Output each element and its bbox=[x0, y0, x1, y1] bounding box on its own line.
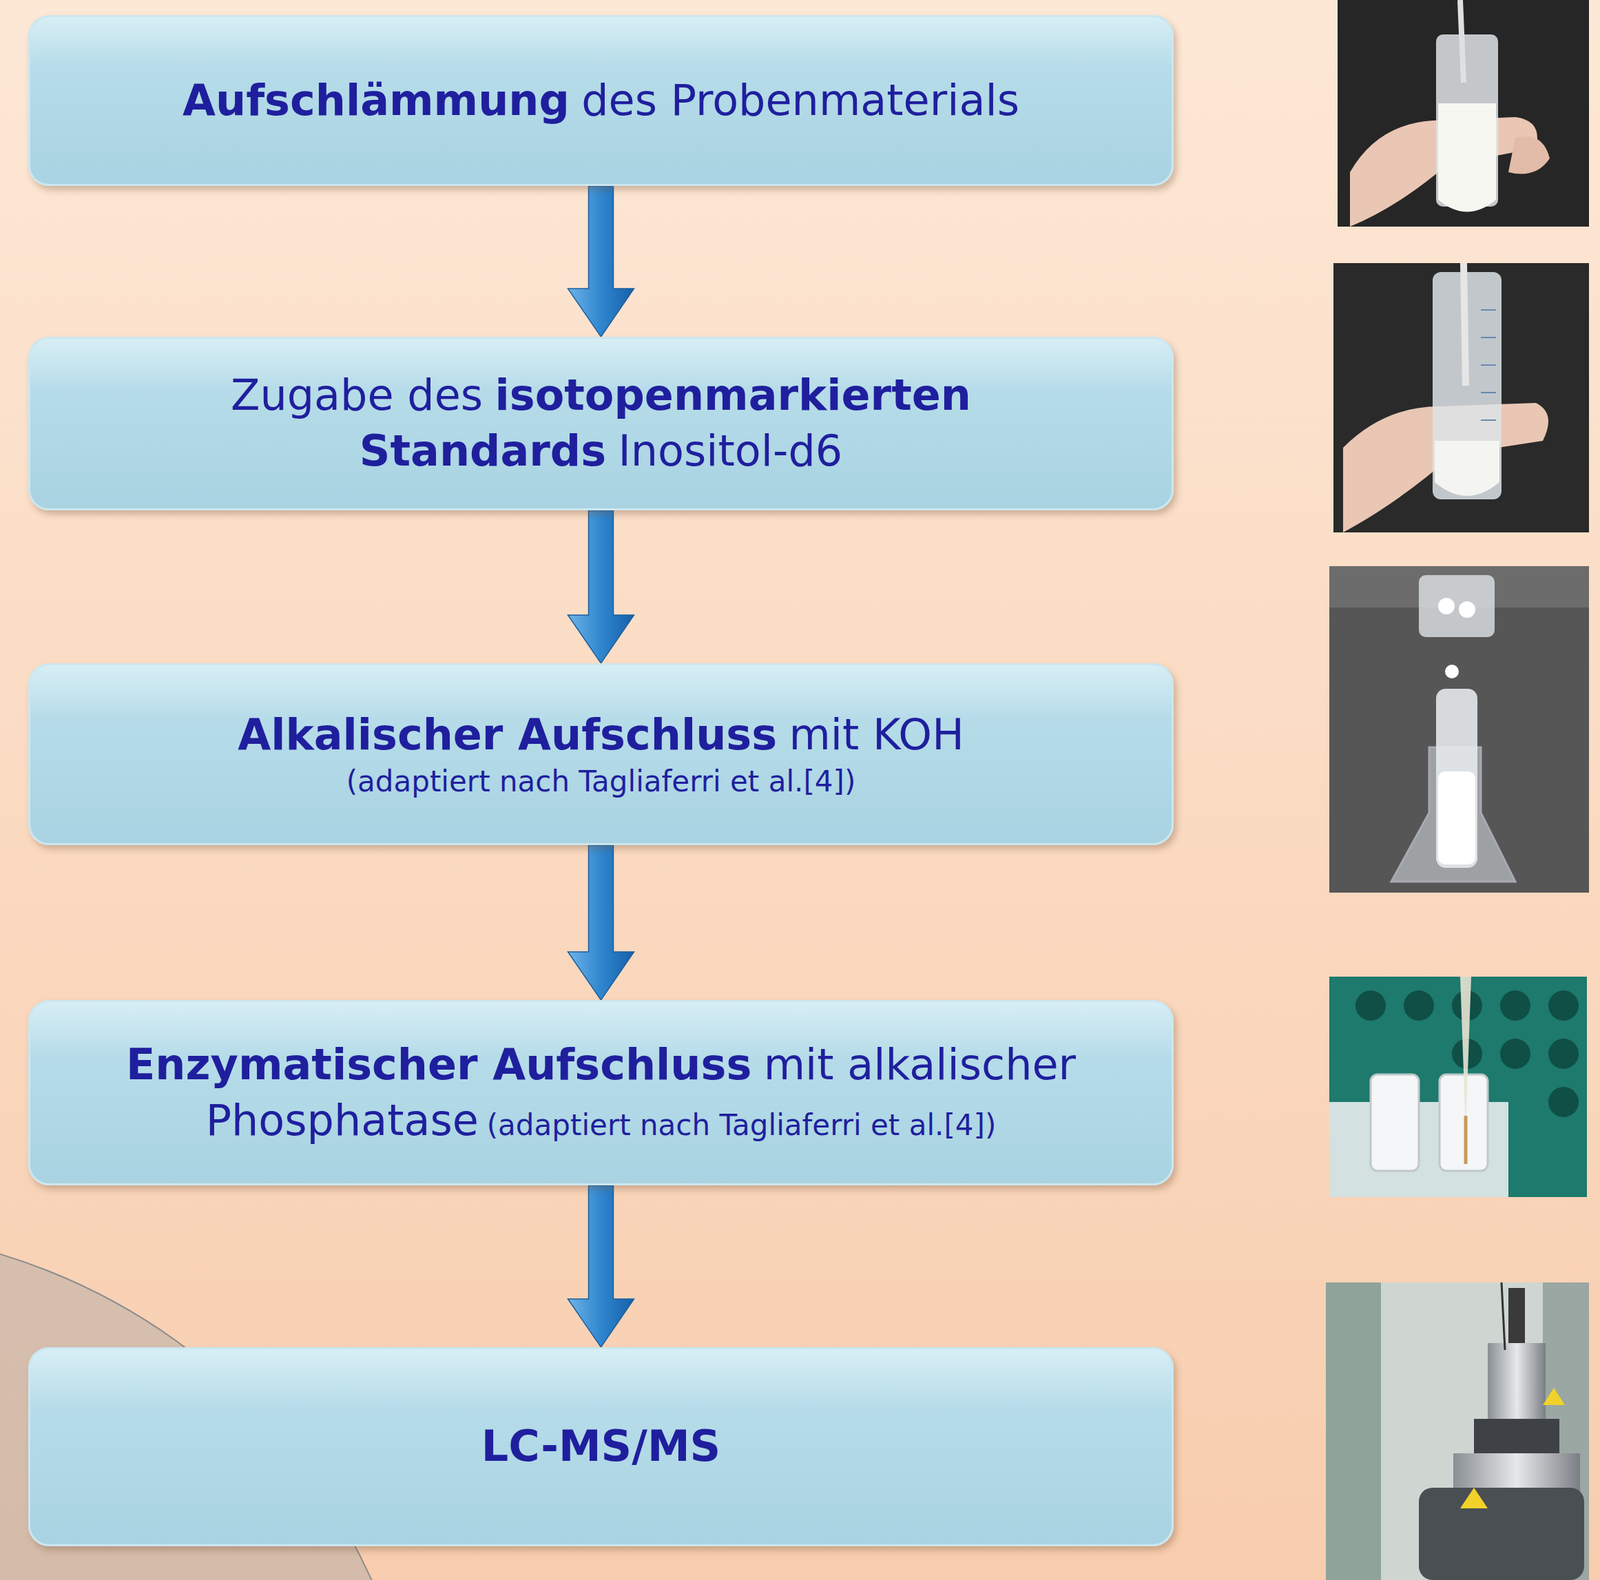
process-box: Alkalischer Aufschlussmit KOH(adaptiert … bbox=[28, 663, 1174, 846]
step-text: Enzymatischer Aufschluss bbox=[126, 1039, 752, 1090]
box-content: Enzymatischer Aufschlussmit alkalischer … bbox=[98, 1037, 1105, 1149]
step-text: mit KOH bbox=[788, 709, 964, 760]
box-content: Zugabe desisotopenmarkierten StandardsIn… bbox=[177, 367, 1025, 479]
reference-note: (adaptiert nach Tagliaferri et al.[4]) bbox=[237, 763, 965, 802]
flow-arrow bbox=[568, 185, 635, 337]
step-text: Zugabe des bbox=[230, 369, 483, 421]
photo-standard bbox=[1333, 263, 1589, 533]
reference-note: (adaptiert nach Tagliaferri et al.[4]) bbox=[486, 1108, 997, 1142]
process-box: Enzymatischer Aufschlussmit alkalischer … bbox=[28, 1000, 1174, 1186]
box-content: Alkalischer Aufschlussmit KOH(adaptiert … bbox=[237, 707, 965, 801]
step-text: des Probenmaterials bbox=[581, 75, 1020, 126]
process-box: LC-MS/MS bbox=[28, 1347, 1174, 1547]
flow-arrow bbox=[568, 510, 635, 664]
step-text: LC-MS/MS bbox=[481, 1420, 722, 1472]
photo-slurry bbox=[1337, 0, 1589, 227]
photo-lcms bbox=[1325, 1282, 1589, 1580]
box-content: Aufschlämmungdes Probenmaterials bbox=[182, 73, 1020, 129]
photo-koh bbox=[1329, 566, 1589, 893]
flow-arrow bbox=[568, 1185, 635, 1348]
step-text: Alkalischer Aufschluss bbox=[237, 709, 777, 760]
step-text: Aufschlämmung bbox=[182, 75, 570, 126]
step-text: Inositol-d6 bbox=[618, 425, 844, 476]
process-box: Aufschlämmungdes Probenmaterials bbox=[28, 15, 1174, 186]
process-box: Zugabe desisotopenmarkierten StandardsIn… bbox=[28, 336, 1174, 511]
box-content: LC-MS/MS bbox=[481, 1418, 722, 1475]
flow-arrow bbox=[568, 845, 635, 1001]
photo-phosphatase bbox=[1329, 976, 1587, 1198]
